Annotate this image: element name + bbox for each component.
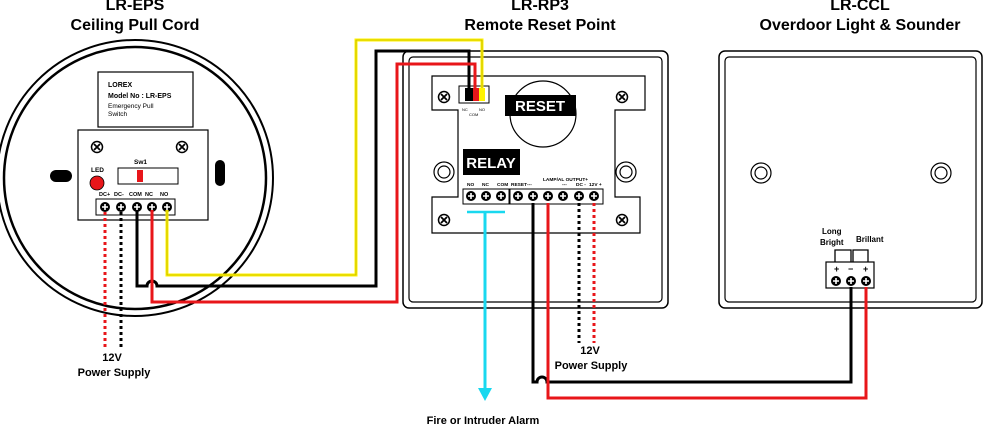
brillant-label: Brillant xyxy=(856,235,884,244)
eps-label-box xyxy=(97,71,194,128)
ccl-device: Long Bright Brillant + − + xyxy=(718,50,983,309)
long-bright-label: Bright xyxy=(820,238,844,247)
eps-slot-right xyxy=(215,160,225,186)
rp3-terminal-label: NC xyxy=(482,182,489,188)
long-bright-jumper xyxy=(834,249,852,262)
rp3-terminal-label: COM xyxy=(497,182,508,188)
relay-label: RELAY xyxy=(466,155,515,172)
rp3-terminal-label: 12V + xyxy=(589,182,602,188)
mounting-hole-icon xyxy=(930,162,952,184)
eps-device: LOREX Model No : LR-EPS Emergency Pull S… xyxy=(0,39,274,317)
eps-name: Ceiling Pull Cord xyxy=(70,17,200,34)
eps-terminal-label: COM xyxy=(129,192,142,198)
eps-terminal-label: NC xyxy=(145,192,153,198)
eps-header: LR-EPS Ceiling Pull Cord xyxy=(40,0,230,36)
terminal-screw-icon xyxy=(495,190,507,202)
reset-button[interactable] xyxy=(505,95,576,116)
rp3-terminal-label: RESET xyxy=(511,182,527,188)
connector-label: COM xyxy=(469,112,478,117)
terminal-screw-icon xyxy=(845,275,857,287)
rp3-code: LR-RP3 xyxy=(511,0,569,14)
terminal-screw-icon xyxy=(860,275,872,287)
ccl-code: LR-CCL xyxy=(830,0,890,14)
eps-switch-label: Sw1 xyxy=(134,159,147,166)
rp3-terminal-label: DC - xyxy=(576,182,586,188)
ccl-terminal-label: − xyxy=(848,264,853,274)
eps-code: LR-EPS xyxy=(105,0,165,14)
eps-switch[interactable] xyxy=(117,167,179,185)
rp3-name: Remote Reset Point xyxy=(464,17,616,34)
eps-brand: LOREX xyxy=(108,82,132,89)
terminal-screw-icon xyxy=(527,190,539,202)
eps-desc2: Switch xyxy=(108,111,128,118)
connector-label: NC xyxy=(462,107,468,112)
eps-terminal-label: DC- xyxy=(114,192,124,198)
ccl-terminal-label: + xyxy=(863,264,868,274)
rp3-terminal-label: --- xyxy=(562,183,567,188)
alarm-label: Fire or Intruder Alarm xyxy=(427,415,540,425)
mounting-hole-icon xyxy=(750,162,772,184)
led-icon xyxy=(89,175,105,191)
mounting-hole-icon xyxy=(433,161,455,183)
terminal-screw-icon xyxy=(115,201,127,213)
terminal-screw-icon xyxy=(588,190,600,202)
supply-mid-voltage: 12V xyxy=(580,345,600,357)
screw-icon xyxy=(437,90,451,104)
connector-label: NO xyxy=(479,107,485,112)
eps-terminal-label: DC+ xyxy=(99,192,110,198)
arrow-down-icon xyxy=(478,388,492,401)
ccl-terminal-label: + xyxy=(834,264,839,274)
eps-desc1: Emergency Pull xyxy=(108,103,154,110)
switch-toggle-icon xyxy=(137,170,143,182)
eps-model: Model No : LR-EPS xyxy=(108,93,172,100)
terminal-screw-icon xyxy=(465,190,477,202)
rp3-terminal-label: --- xyxy=(527,183,532,188)
eps-led-label: LED xyxy=(91,167,104,174)
terminal-screw-icon xyxy=(557,190,569,202)
terminal-screw-icon xyxy=(573,190,585,202)
rp3-header: LR-RP3 Remote Reset Point xyxy=(440,0,640,36)
supply-mid-label: Power Supply xyxy=(555,360,629,372)
rp3-terminal-label: NO xyxy=(467,182,474,188)
red-wire xyxy=(150,62,477,304)
screw-icon xyxy=(437,213,451,227)
supply-left-label: Power Supply xyxy=(78,367,152,379)
mounting-hole-icon xyxy=(615,161,637,183)
ccl-header: LR-CCL Overdoor Light & Sounder xyxy=(740,0,980,36)
screw-icon xyxy=(615,90,629,104)
rp3-device: RESET RELAY NC NO COM NO NC COM RESET --… xyxy=(402,50,669,309)
red-output-wire xyxy=(546,203,868,400)
eps-terminal-labels: DC+ DC- COM NC NO xyxy=(99,192,169,198)
black-wire xyxy=(135,49,471,288)
terminal-screw-icon xyxy=(99,201,111,213)
long-bright-label: Long xyxy=(822,227,842,236)
screw-icon xyxy=(90,140,104,154)
yellow-wire xyxy=(165,38,484,277)
rp3-terminal-label: LAMP/AL OUTPUT+ xyxy=(543,177,588,183)
screw-icon xyxy=(615,213,629,227)
supply-left-voltage: 12V xyxy=(102,352,122,364)
terminal-screw-icon xyxy=(480,190,492,202)
terminal-screw-icon xyxy=(542,190,554,202)
brillant-jumper xyxy=(852,249,869,262)
eps-terminal-label: NO xyxy=(160,192,169,198)
eps-slot-left xyxy=(50,170,72,182)
reset-label: RESET xyxy=(515,98,565,115)
terminal-screw-icon xyxy=(830,275,842,287)
relay-block xyxy=(463,149,520,175)
terminal-screw-icon xyxy=(512,190,524,202)
screw-icon xyxy=(175,140,189,154)
ccl-name: Overdoor Light & Sounder xyxy=(759,17,961,34)
